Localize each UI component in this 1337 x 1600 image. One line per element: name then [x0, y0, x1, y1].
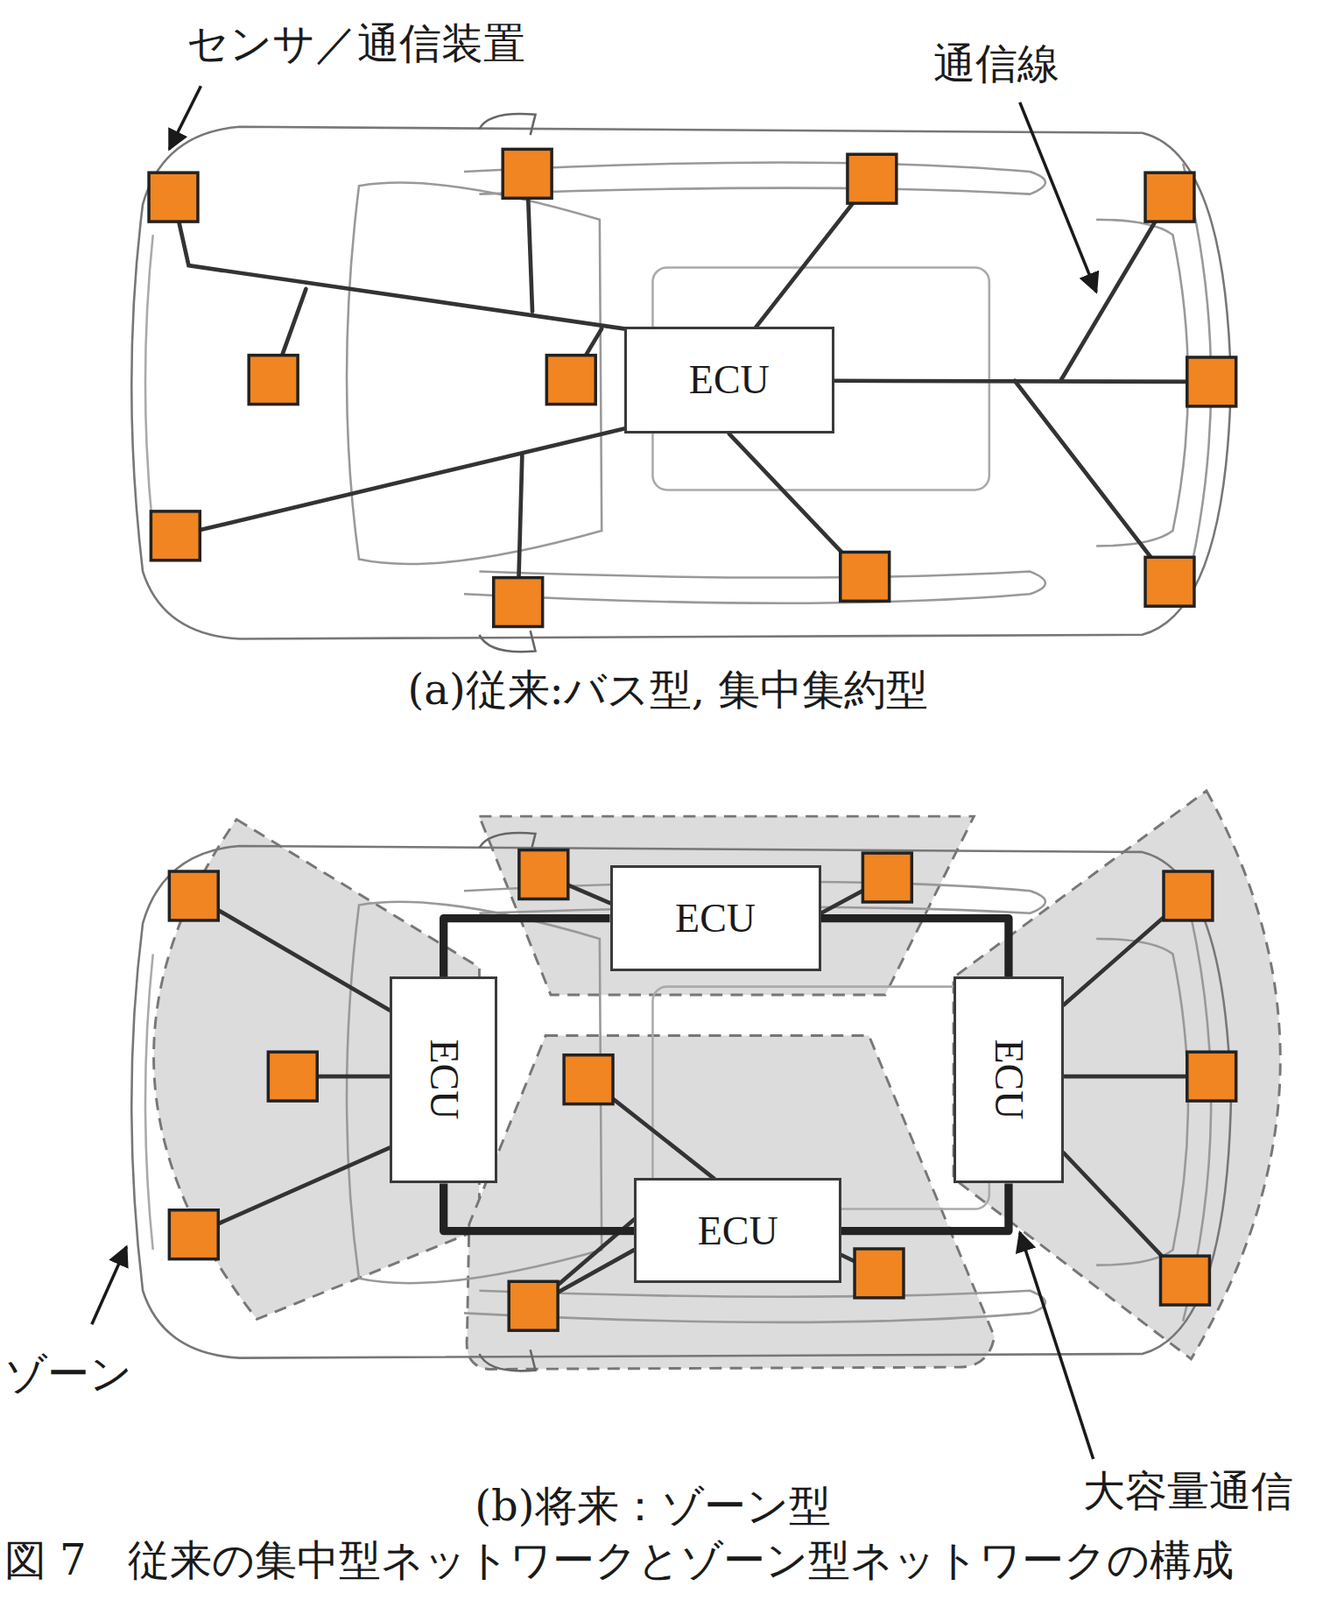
- ecu-box: ECU: [633, 1177, 841, 1283]
- high-capacity-link: [821, 918, 1009, 977]
- ecu-box: ECU: [389, 976, 498, 1183]
- sensor-square: [840, 551, 890, 601]
- sensor-square: [508, 1280, 558, 1330]
- sensor-square: [1187, 1051, 1237, 1101]
- ecu-box: ECU: [953, 976, 1064, 1183]
- sensor-square: [148, 172, 198, 222]
- sensor-square: [168, 1210, 219, 1260]
- sensor-square: [1187, 357, 1237, 407]
- sensor-square: [1145, 556, 1195, 606]
- high-capacity-link: [841, 1182, 1009, 1231]
- sensor-square: [267, 1051, 317, 1101]
- sensor-square: [168, 871, 219, 921]
- ecu-box: ECU: [624, 326, 835, 434]
- sensor-square: [563, 1055, 613, 1105]
- figure-caption: 図 7 従来の集中型ネットワークとゾーン型ネットワークの構成: [4, 1534, 1235, 1586]
- callout-label: ゾーン: [4, 1348, 133, 1400]
- sensor-square: [546, 355, 596, 405]
- callout-label: 大容量通信: [1083, 1465, 1294, 1517]
- sub-caption: (a)従来:バス型, 集中集約型: [408, 664, 929, 716]
- sensor-square: [248, 355, 298, 405]
- sensor-square: [1163, 871, 1213, 921]
- sub-caption: (b)将来：ゾーン型: [474, 1480, 831, 1532]
- sensor-square: [847, 154, 897, 204]
- callout-label: 通信線: [933, 38, 1060, 90]
- ecu-box: ECU: [610, 865, 822, 972]
- sensor-square: [493, 577, 543, 627]
- sensor-square: [1160, 1255, 1210, 1305]
- ecu-label: ECU: [689, 356, 770, 403]
- high-capacity-link: [443, 918, 611, 977]
- sensor-square: [519, 850, 569, 900]
- sensor-square: [502, 148, 552, 198]
- callout-label: センサ／通信装置: [186, 18, 526, 70]
- ecu-label: ECU: [420, 1039, 467, 1120]
- sensor-square: [150, 511, 200, 561]
- sensor-square: [854, 1248, 904, 1298]
- high-capacity-link: [443, 1182, 635, 1231]
- ecu-label: ECU: [985, 1039, 1032, 1120]
- ecu-label: ECU: [675, 894, 756, 942]
- ecu-label: ECU: [697, 1207, 779, 1254]
- sensor-square: [862, 852, 912, 902]
- sensor-square: [1145, 172, 1195, 222]
